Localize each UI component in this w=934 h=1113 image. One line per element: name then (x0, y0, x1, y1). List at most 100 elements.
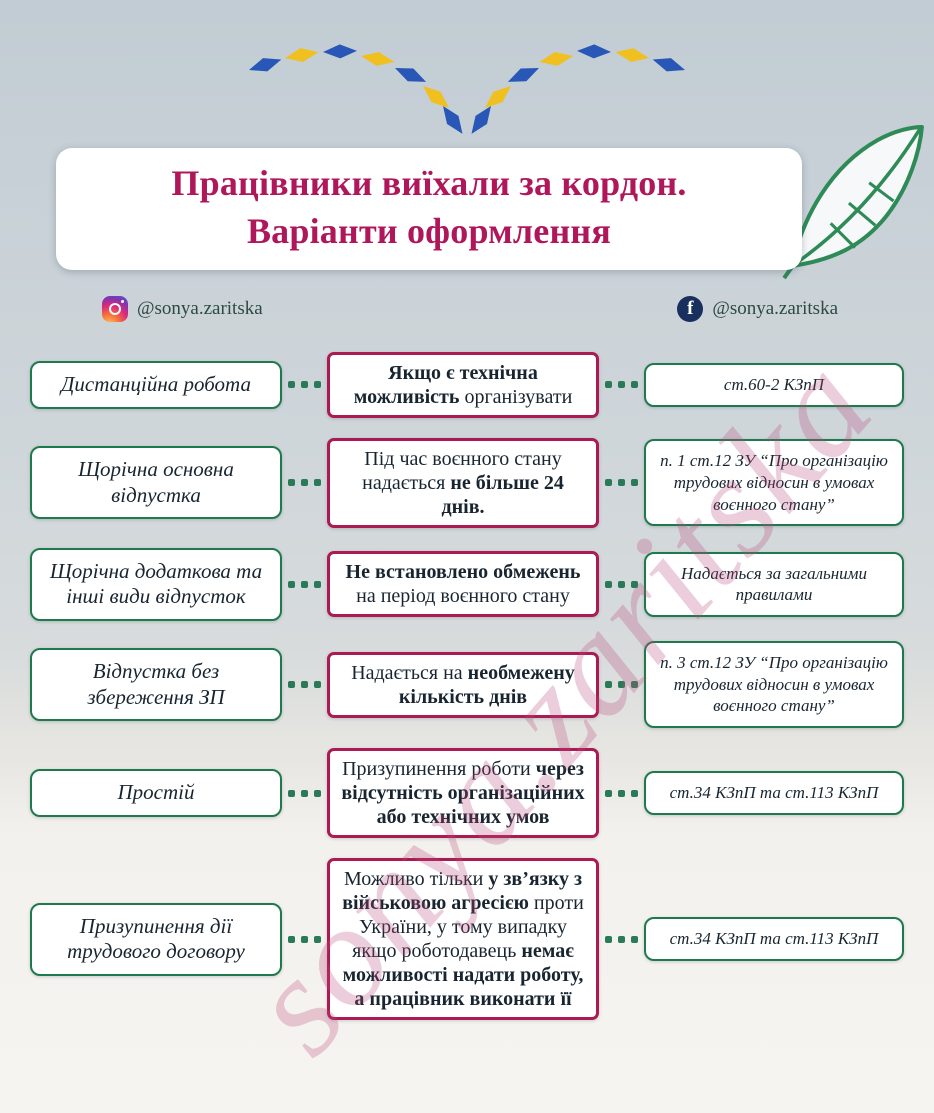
dot (631, 479, 638, 487)
page-title: Працівники виїхали за кордон. Варіанти о… (66, 160, 792, 256)
legal-reference-box: п. 3 ст.12 ЗУ “Про організацію трудових … (644, 640, 904, 729)
dot (618, 681, 625, 689)
dot (288, 789, 295, 797)
dot (605, 681, 612, 689)
option-description-box: Можливо тільки у зв’язку з військовою аг… (327, 858, 599, 1021)
option-name: Призупинення дії трудового договору (67, 913, 245, 964)
dot (618, 935, 625, 943)
connector-dots (288, 381, 321, 389)
dot (631, 381, 638, 389)
connector-dots (288, 580, 321, 588)
dot (288, 580, 295, 588)
dot (314, 935, 321, 943)
legal-reference: ст.60-2 КЗпП (723, 374, 825, 394)
legal-reference-box: п. 1 ст.12 ЗУ “Про організацію трудових … (644, 439, 904, 527)
description-segment: організувати (459, 385, 573, 408)
option-description-box: Не встановлено обмежень на період воєнно… (327, 551, 599, 618)
dot (605, 580, 612, 588)
connector-dots (605, 789, 638, 797)
option-description-box: Надається на необмежену кількість днів (327, 651, 599, 718)
option-name-box: Дистанційна робота (30, 360, 282, 409)
option-name-box: Призупинення дії трудового договору (30, 902, 282, 976)
dot (618, 479, 625, 487)
legal-reference: п. 1 ст.12 ЗУ “Про організацію трудових … (660, 451, 888, 514)
legal-reference-box: ст.34 КЗпП та ст.113 КЗпП (644, 917, 904, 962)
option-name-box: Простій (30, 769, 282, 818)
description-segment: Призупинення роботи (342, 758, 536, 781)
dot (314, 681, 321, 689)
option-name-box: Відпустка без збереження ЗП (30, 647, 282, 722)
connector-dots (288, 681, 321, 689)
option-row: Дистанційна робота Якщо є технічна можли… (30, 351, 904, 418)
description-segment: через відсутність організаційних або тех… (341, 758, 585, 829)
option-row: Призупинення дії трудового договору Можл… (30, 858, 904, 1021)
dot (314, 580, 321, 588)
dot (301, 681, 308, 689)
social-handles: @sonya.zaritska f @sonya.zaritska (0, 295, 934, 322)
dot (631, 681, 638, 689)
dot (301, 789, 308, 797)
description-segment: не більше 24 днів. (441, 471, 564, 518)
dot (301, 580, 308, 588)
connector-dots (288, 935, 321, 943)
legal-reference-box: ст.34 КЗпП та ст.113 КЗпП (644, 771, 904, 816)
option-row: Відпустка без збереження ЗП Надається на… (30, 640, 904, 729)
instagram-icon (102, 295, 128, 322)
feather-icon (782, 125, 924, 280)
dot (301, 381, 308, 389)
option-description-box: Якщо є технічна можливість організувати (327, 351, 599, 418)
description-segment: Надається на (351, 661, 468, 684)
description-segment: Під час воєнного стану надається (362, 447, 562, 494)
dot (605, 935, 612, 943)
title-card: Працівники виїхали за кордон. Варіанти о… (56, 148, 802, 270)
dot (288, 681, 295, 689)
dot (631, 789, 638, 797)
legal-reference-box: ст.60-2 КЗпП (644, 362, 904, 407)
option-row: Щорічна додаткова та інші види відпусток… (30, 547, 904, 621)
dot (288, 381, 295, 389)
option-name-box: Щорічна додаткова та інші види відпусток (30, 547, 282, 621)
option-name: Простій (117, 780, 195, 805)
legal-reference: ст.34 КЗпП та ст.113 КЗпП (669, 929, 879, 949)
dot (314, 789, 321, 797)
legal-reference: п. 3 ст.12 ЗУ “Про організацію трудових … (660, 652, 888, 716)
dot (605, 479, 612, 487)
dot (631, 935, 638, 943)
dot (301, 479, 308, 487)
facebook-icon: f (677, 295, 704, 322)
dot (314, 479, 321, 487)
dot (605, 381, 612, 389)
options-list: Дистанційна робота Якщо є технічна можли… (30, 351, 904, 1021)
option-name: Щорічна основна відпустка (78, 457, 234, 507)
title-line-2: Варіанти оформлення (246, 210, 612, 251)
connector-dots (288, 479, 321, 487)
option-row: Простій Призупинення роботи через відсут… (30, 748, 904, 839)
connector-dots (605, 681, 638, 689)
dot (314, 381, 321, 389)
connector-dots (605, 935, 638, 943)
legal-reference: Надається за загальними правилами (680, 563, 868, 605)
dot (605, 789, 612, 797)
instagram-handle: @sonya.zaritska (137, 297, 263, 319)
facebook-handle-group: f @sonya.zaritska (677, 295, 838, 322)
description-segment: Якщо є технічна можливість (353, 361, 538, 408)
option-name-box: Щорічна основна відпустка (30, 446, 282, 520)
dot (631, 580, 638, 588)
connector-dots (605, 580, 638, 588)
description-segment: Можливо тільки (343, 868, 489, 891)
dot (618, 789, 625, 797)
flag-leaves-decoration (249, 44, 685, 134)
dot (288, 935, 295, 943)
facebook-handle: @sonya.zaritska (712, 297, 838, 319)
option-description-box: Під час воєнного стану надається не біль… (327, 437, 599, 528)
dot (301, 935, 308, 943)
instagram-handle-group: @sonya.zaritska (102, 295, 263, 322)
dot (618, 580, 625, 588)
title-line-1: Працівники виїхали за кордон. (171, 163, 687, 203)
description-segment: немає можливості надати роботу, а праців… (342, 940, 584, 1011)
option-name: Щорічна додаткова та інші види відпусток (49, 558, 263, 609)
description-segment: у зв’язку з військовою агресією (342, 868, 583, 915)
option-name: Дистанційна робота (61, 371, 251, 396)
connector-dots (605, 479, 638, 487)
